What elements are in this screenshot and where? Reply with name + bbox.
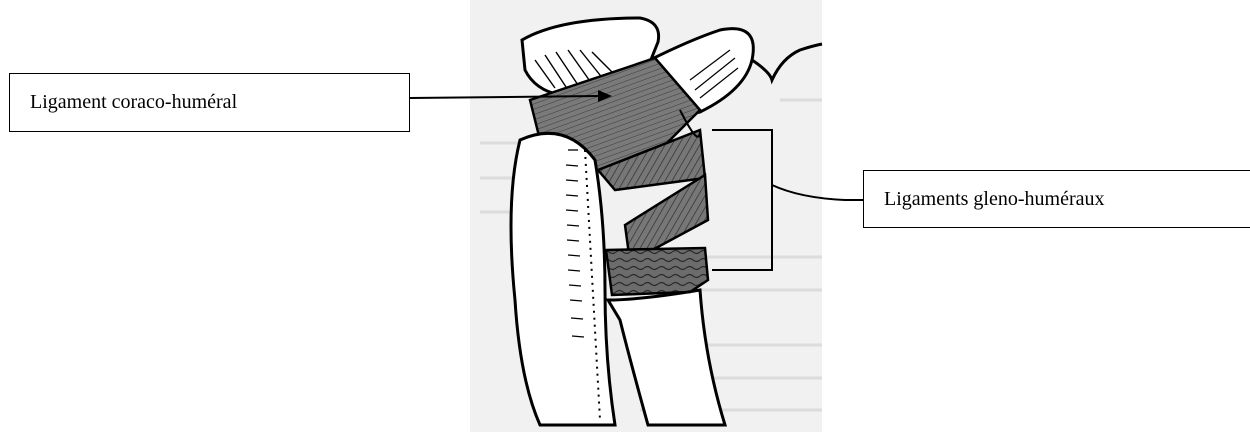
inferior-glenohumeral-ligament bbox=[606, 248, 708, 295]
gleno-humeral-label-box: Ligaments gleno-huméraux bbox=[863, 170, 1250, 228]
gleno-humeral-label: Ligaments gleno-huméraux bbox=[884, 188, 1105, 211]
coraco-humeral-label: Ligament coraco-huméral bbox=[30, 91, 237, 114]
coraco-humeral-label-box: Ligament coraco-huméral bbox=[9, 73, 410, 132]
